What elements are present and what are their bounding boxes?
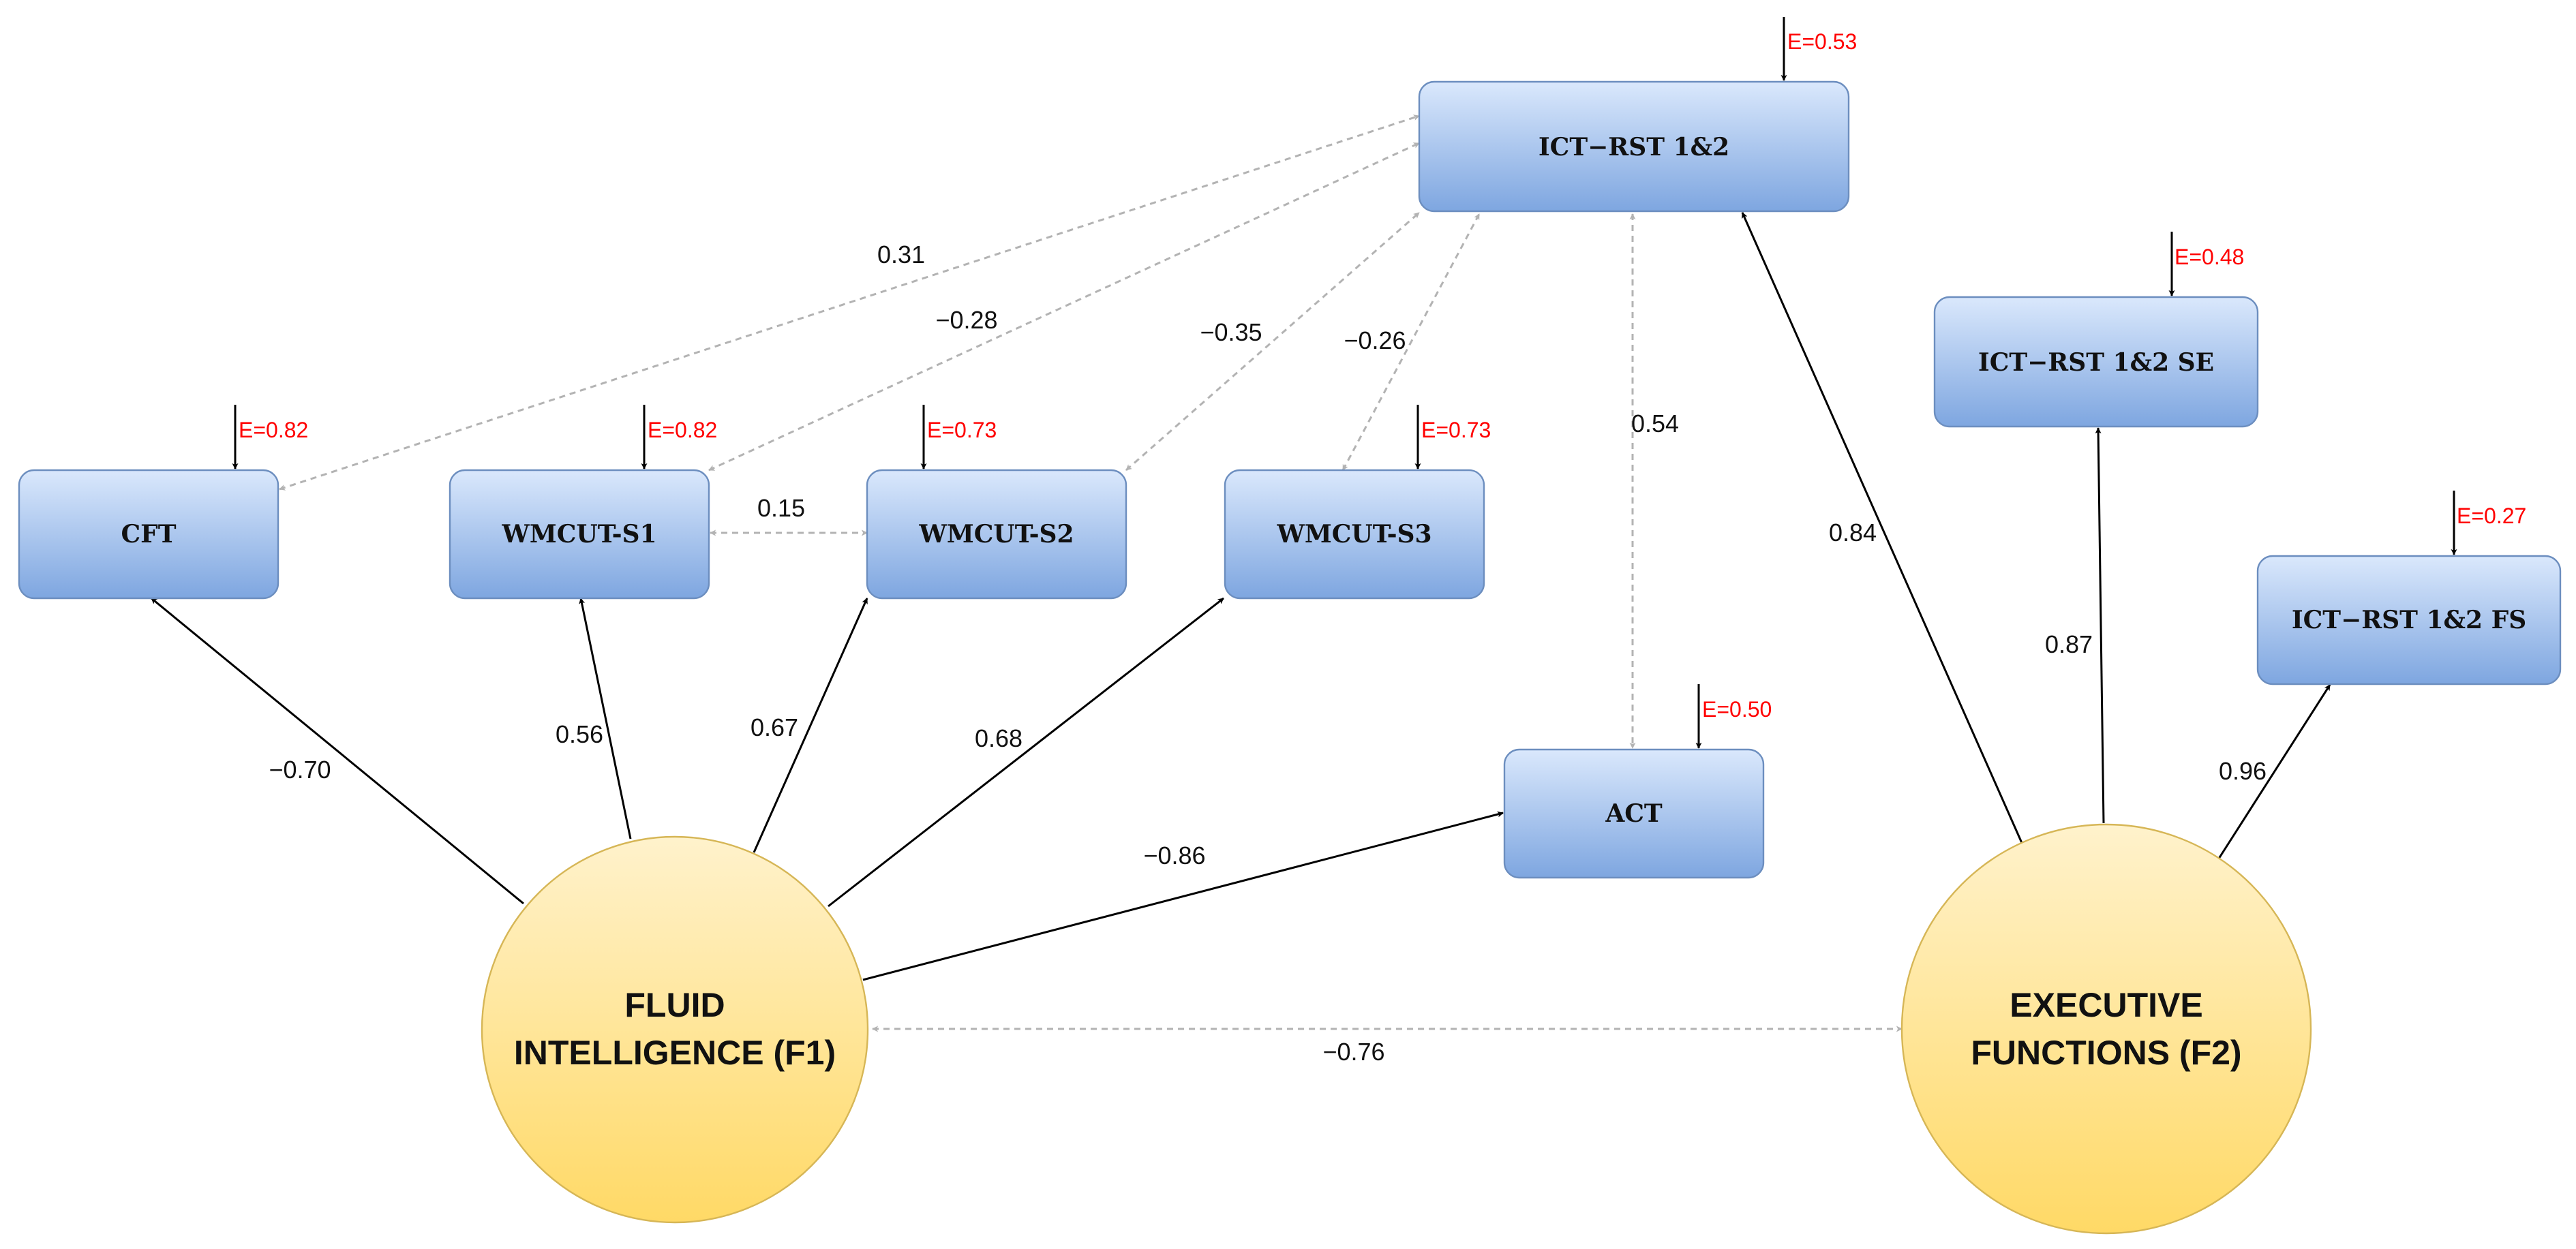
node-wmcut-s1: WMCUT-S1 bbox=[449, 469, 710, 600]
error-label-s3: E=0.73 bbox=[1421, 418, 1491, 442]
node-wmcut-s3-label: WMCUT-S3 bbox=[1276, 520, 1431, 549]
edge-f2-fs bbox=[2217, 684, 2331, 859]
edge-f1-s2 bbox=[753, 598, 868, 853]
factor-f1: FLUID INTELLIGENCE (F1) bbox=[481, 835, 869, 1224]
edge-f2-se bbox=[2095, 427, 2105, 824]
factor-f2-line1: EXECUTIVE bbox=[2010, 986, 2202, 1024]
coef-f1-cft: −0.70 bbox=[269, 756, 331, 784]
node-wmcut-s2: WMCUT-S2 bbox=[866, 469, 1127, 600]
node-ict-rst: ICT−RST 1&2 bbox=[1418, 80, 1850, 213]
edge-f1-s1 bbox=[579, 598, 632, 839]
coef-f2-ict: 0.84 bbox=[1829, 519, 1877, 546]
error-labels: E=0.53 E=0.48 E=0.27 E=0.82 E=0.82 E=0.7… bbox=[239, 29, 2526, 722]
node-ict-rst-se-label: ICT−RST 1&2 SE bbox=[1978, 348, 2214, 377]
coef-s3-ict: −0.26 bbox=[1344, 326, 1406, 354]
coef-s2-ict: −0.35 bbox=[1200, 318, 1262, 346]
node-wmcut-s1-label: WMCUT-S1 bbox=[501, 520, 656, 549]
node-wmcut-s2-label: WMCUT-S2 bbox=[918, 520, 1074, 549]
factor-f2: EXECUTIVE FUNCTIONS (F2) bbox=[1900, 823, 2312, 1235]
coef-cft-ict: 0.31 bbox=[877, 241, 925, 268]
factor-f2-line2: FUNCTIONS (F2) bbox=[1971, 1034, 2241, 1072]
coef-f2-fs: 0.96 bbox=[2219, 757, 2267, 785]
node-wmcut-s3: WMCUT-S3 bbox=[1224, 469, 1485, 600]
error-label-se: E=0.48 bbox=[2175, 245, 2244, 269]
node-ict-rst-fs: ICT−RST 1&2 FS bbox=[2256, 555, 2562, 685]
coef-f1-s3: 0.68 bbox=[975, 724, 1022, 752]
loading-edges bbox=[151, 212, 2331, 981]
error-label-ict: E=0.53 bbox=[1787, 29, 1857, 54]
error-label-s1: E=0.82 bbox=[648, 418, 717, 442]
node-act: ACT bbox=[1503, 748, 1765, 879]
coef-f1-s2: 0.67 bbox=[751, 713, 798, 741]
node-ict-rst-label: ICT−RST 1&2 bbox=[1539, 133, 1729, 161]
factor-f1-line1: FLUID bbox=[624, 986, 725, 1024]
coef-ict-act: 0.54 bbox=[1631, 410, 1679, 437]
error-label-act: E=0.50 bbox=[1702, 697, 1772, 722]
node-ict-rst-se: ICT−RST 1&2 SE bbox=[1933, 296, 2259, 428]
correlation-edges bbox=[279, 114, 1903, 1032]
coef-s1-s2: 0.15 bbox=[757, 494, 805, 522]
error-label-fs: E=0.27 bbox=[2457, 504, 2526, 528]
error-arrows bbox=[232, 17, 2457, 749]
node-cft: CFT bbox=[18, 469, 279, 600]
edge-cft-ict bbox=[279, 114, 1420, 491]
coef-f1-s1: 0.56 bbox=[556, 720, 603, 748]
coef-f1-act: −0.86 bbox=[1143, 842, 1205, 869]
edge-s3-ict bbox=[1342, 213, 1481, 471]
edge-s1-ict bbox=[708, 142, 1420, 472]
coef-f1-f2: −0.76 bbox=[1322, 1038, 1384, 1066]
coef-f2-se: 0.87 bbox=[2045, 630, 2093, 658]
node-cft-label: CFT bbox=[121, 520, 177, 549]
factor-f1-line2: INTELLIGENCE (F1) bbox=[514, 1034, 836, 1072]
node-ict-rst-fs-label: ICT−RST 1&2 FS bbox=[2292, 606, 2526, 634]
coef-s1-ict: −0.28 bbox=[935, 306, 997, 334]
edge-f2-ict bbox=[1741, 212, 2023, 844]
node-act-label: ACT bbox=[1605, 799, 1663, 828]
edge-f1-s3 bbox=[828, 597, 1224, 908]
error-label-s2: E=0.73 bbox=[927, 418, 997, 442]
edge-f1-cft bbox=[151, 597, 524, 905]
error-label-cft: E=0.82 bbox=[239, 418, 308, 442]
edge-f1-act bbox=[862, 811, 1504, 981]
coefficient-labels: −0.70 0.56 0.67 0.68 −0.86 0.84 0.87 0.9… bbox=[269, 241, 2267, 1066]
